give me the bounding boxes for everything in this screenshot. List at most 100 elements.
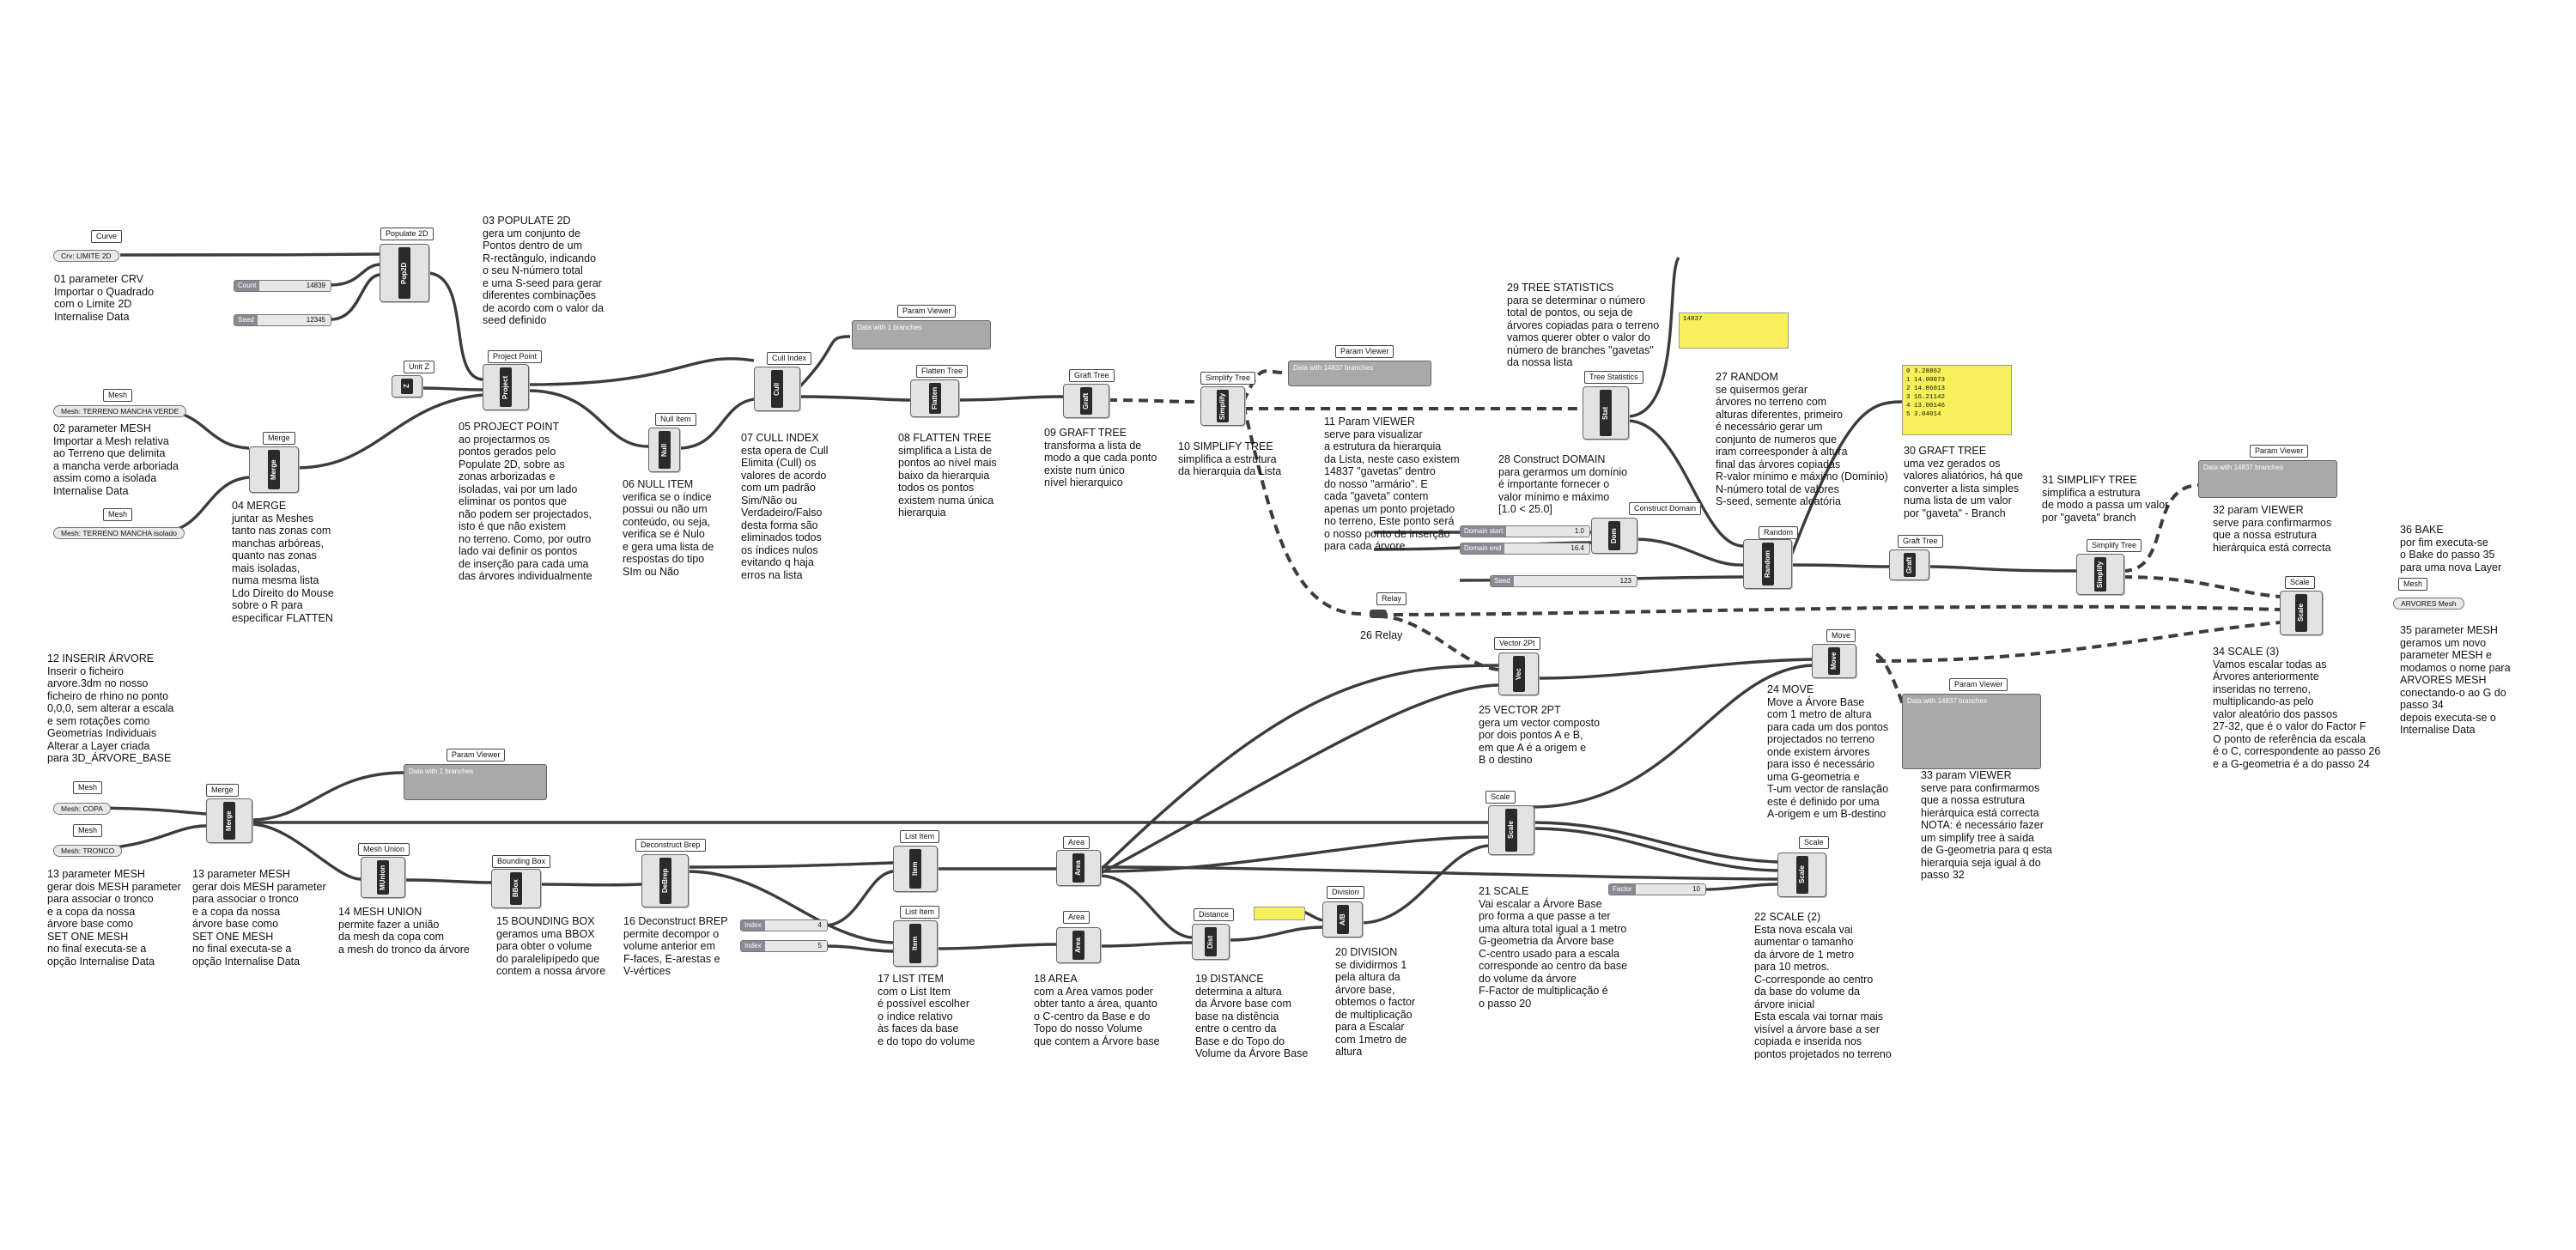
note-30: 30 GRAFT TREE uma vez gerados os valores… [1904, 445, 2023, 519]
note-31: 31 SIMPLIFY TREE simplifica a estrutura … [2042, 474, 2169, 524]
param-viewer-4[interactable]: Data with 14837 branches [1902, 694, 2041, 769]
construct-domain-component[interactable]: Dom [1591, 518, 1637, 554]
note-02: 02 parameter MESH Importar a Mesh relati… [53, 422, 179, 497]
scale-component-3[interactable]: Scale [2280, 591, 2323, 635]
param-viewer-2[interactable]: Data with 14837 branches [1288, 361, 1431, 386]
slider-value: 4 [817, 921, 822, 929]
random-component[interactable]: Random [1743, 539, 1792, 589]
note-14: 14 MESH UNION permite fazer a união da m… [338, 906, 470, 956]
note-06: 06 NULL ITEM verifica se o índice possui… [623, 478, 714, 578]
populate-2d-component[interactable]: Pop2D [380, 244, 429, 302]
param-viewer-5[interactable]: Data with 1 branches [404, 764, 547, 800]
slider-value: 10 [1692, 885, 1700, 893]
wire [526, 389, 649, 448]
slider-value: 1.0 [1574, 527, 1584, 535]
tag-flatten: Flatten Tree [916, 365, 969, 378]
note-12: 12 INSERIR ÁRVORE Inserir o ficheiro arv… [47, 652, 174, 764]
viewer-label: Data with 1 branches [857, 324, 922, 331]
cull-index-component[interactable]: Cull [754, 367, 800, 411]
component-core: Area [1072, 931, 1084, 960]
mesh-param-isolado[interactable]: Mesh: TERRENO MANCHA isolado [53, 527, 185, 539]
project-point-component[interactable]: Project [483, 364, 529, 410]
area-component-2[interactable]: Area [1056, 927, 1101, 963]
random-panel[interactable]: 0 3.28862 1 14.00073 2 14.86013 3 16.211… [1902, 365, 2012, 435]
mesh-param-copa[interactable]: Mesh: COPA [53, 803, 111, 815]
slider-value: 123 [1619, 577, 1631, 585]
wire [1098, 835, 1489, 873]
simplify-tree-component-2[interactable]: Simplify [2076, 554, 2124, 595]
null-item-component[interactable]: Null [648, 428, 680, 472]
stat-panel[interactable]: 14837 [1679, 312, 1789, 349]
flatten-tree-component[interactable]: Flatten [910, 379, 959, 417]
component-core: A/B [1336, 905, 1349, 934]
wire [538, 883, 642, 887]
note-20: 20 DIVISION se dividirmos 1 pela altura … [1335, 946, 1416, 1058]
curve-param[interactable]: Crv: LIMITE 2D [53, 250, 119, 262]
mesh-param-tronco[interactable]: Mesh: TRONCO [53, 845, 123, 857]
merge-component-2[interactable]: Merge [206, 798, 252, 843]
division-panel[interactable] [1254, 907, 1305, 920]
scale-component-2[interactable]: Scale [1777, 853, 1826, 897]
wire [250, 822, 361, 881]
tag-mesh: Mesh [73, 781, 103, 794]
tag-treestat: Tree Statistics [1584, 371, 1643, 384]
note-29: 29 TREE STATISTICS para se determinar o … [1507, 282, 1660, 368]
note-33: 33 param VIEWER serve para confirmarmos … [1921, 769, 2052, 881]
param-viewer-1[interactable]: Data with 1 branches [852, 320, 991, 349]
wire [1626, 256, 1680, 418]
graft-tree-component-2[interactable]: Graft [1889, 549, 1929, 580]
move-component[interactable]: Move [1812, 644, 1856, 678]
note-19: 19 DISTANCE determina a altura da Árvore… [1195, 973, 1309, 1059]
tag-mesh: Mesh [2398, 578, 2428, 591]
slider-label: Factor [1609, 884, 1636, 895]
merge-component-1[interactable]: Merge [249, 446, 299, 493]
component-core: Stat [1600, 390, 1612, 436]
wire [686, 870, 894, 944]
distance-component[interactable]: Dist [1192, 924, 1230, 960]
note-01: 01 parameter CRV Importar o Quadrado com… [54, 273, 155, 323]
factor-slider[interactable]: Factor 10 [1608, 883, 1706, 895]
tag-populate: Populate 2D [380, 228, 434, 240]
wire [1626, 419, 1744, 548]
mesh-union-component[interactable]: MUnion [361, 857, 405, 898]
division-component[interactable]: A/B [1322, 901, 1363, 937]
tag-move: Move [1826, 629, 1856, 642]
component-core: Null [658, 431, 671, 469]
simplify-tree-component-1[interactable]: Simplify [1200, 386, 1245, 426]
tree-statistics-component[interactable]: Stat [1583, 386, 1629, 440]
wire [119, 252, 380, 257]
param-viewer-3[interactable]: Data with 14837 branches [2198, 460, 2337, 498]
tag-viewer: Param Viewer [897, 305, 957, 318]
wire [823, 944, 894, 953]
tag-viewer: Param Viewer [1335, 345, 1394, 358]
graft-tree-component-1[interactable]: Graft [1063, 384, 1109, 418]
vector-2pt-component[interactable]: Vec [1498, 652, 1539, 695]
wire [1098, 941, 1193, 948]
bounding-box-component[interactable]: BBox [491, 869, 541, 908]
arvores-mesh-param[interactable]: ARVORES Mesh [2393, 598, 2464, 610]
scale-component-1[interactable]: Scale [1488, 805, 1534, 855]
tag-merge: Merge [263, 432, 295, 445]
component-core: Project [500, 367, 512, 407]
tag-distance: Distance [1194, 908, 1235, 921]
note-10: 10 SIMPLIFY TREE simplifica a estrutura … [1178, 440, 1282, 477]
list-item-component-2[interactable]: Item [893, 920, 938, 967]
wire [1098, 865, 1778, 881]
relay-node[interactable] [1370, 610, 1387, 618]
note-15: 15 BOUNDING BOX geramos uma BBOX para ob… [496, 915, 606, 977]
wire [250, 771, 404, 822]
list-item-component-1[interactable]: Item [893, 846, 938, 892]
deconstruct-brep-component[interactable]: DeBrep [641, 854, 689, 907]
unit-z-component[interactable]: Z [392, 375, 422, 397]
note-13a: 13 parameter MESH gerar dois MESH parame… [47, 868, 181, 968]
mesh-param-verde[interactable]: Mesh: TERRENO MANCHA VERDE [53, 405, 187, 417]
area-component-1[interactable]: Area [1056, 850, 1101, 886]
